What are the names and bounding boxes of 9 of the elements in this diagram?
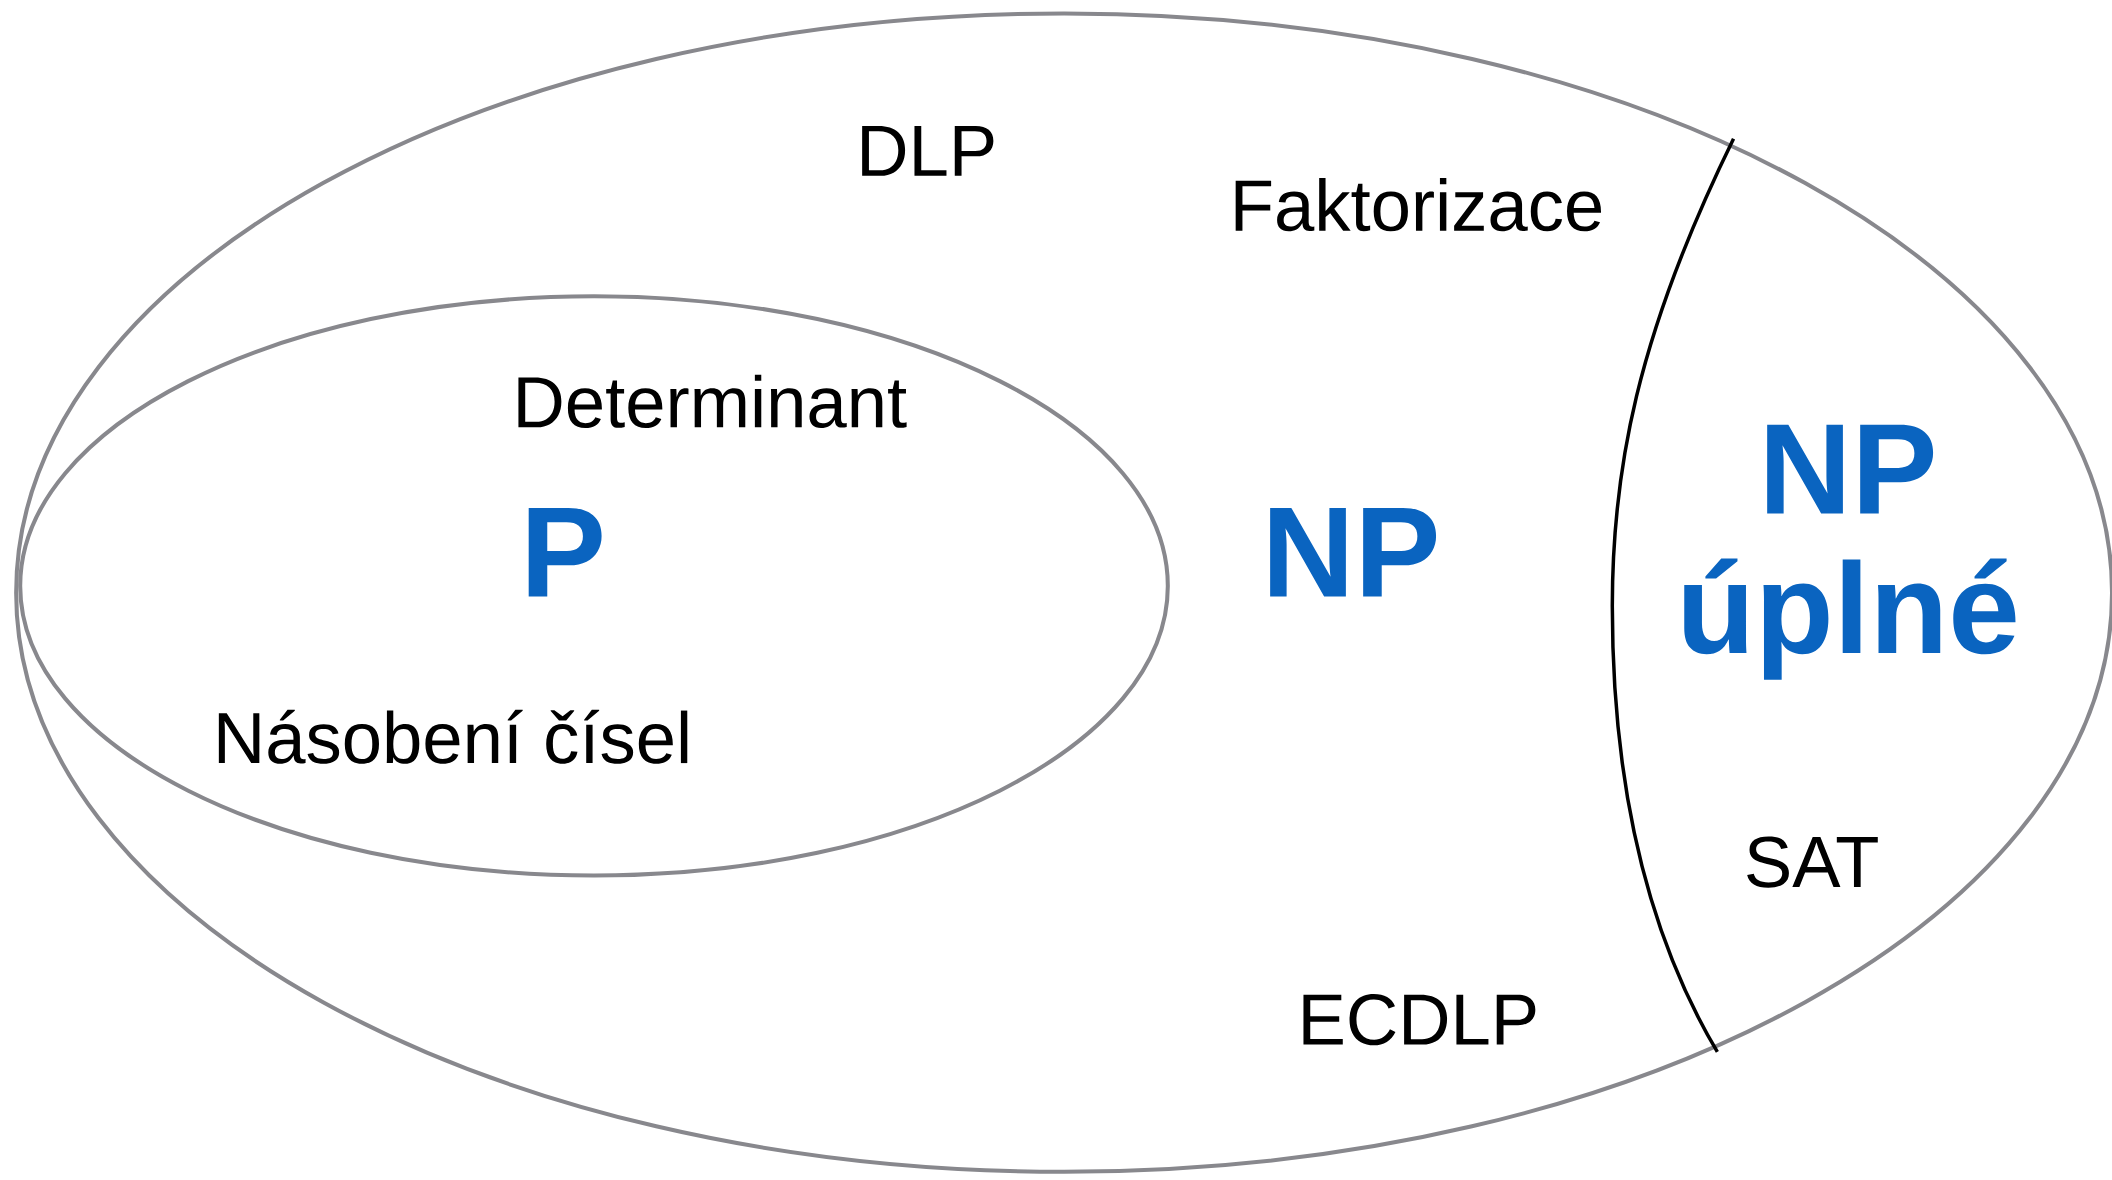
problem-label: DLP (862, 125, 994, 176)
class-label: NP (1270, 507, 1437, 597)
class-label: NP úplné (1684, 424, 2016, 680)
problem-label: SAT (1747, 836, 1878, 888)
problem-label: Determinant (518, 374, 907, 429)
problem-label: Faktorizace (1235, 178, 1601, 232)
problem-label: ECDLP (1303, 994, 1536, 1046)
problem-label: Násobení čísel (218, 709, 688, 764)
class-label: P (528, 507, 602, 597)
